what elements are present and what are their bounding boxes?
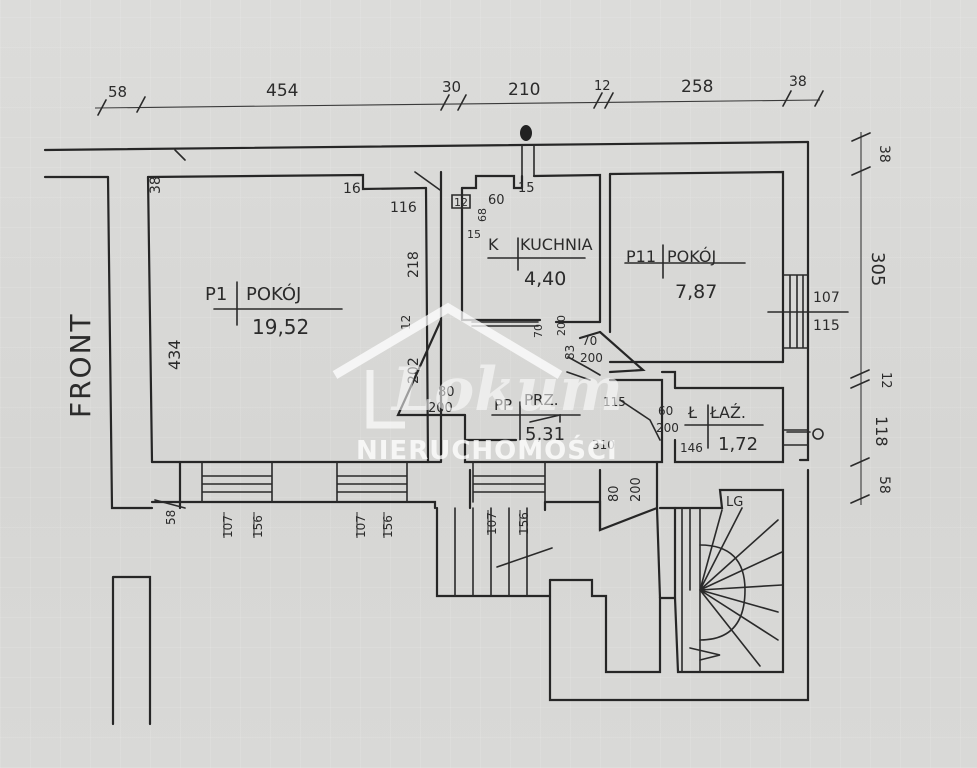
right-dimension-line: 38 305 12 118 58 [850, 132, 893, 505]
dim-70a: 70 [532, 324, 545, 338]
dim-200c: 200 [428, 401, 453, 416]
room-p1-name: POKÓJ [246, 283, 301, 305]
room-l: Ł ŁAŹ. 1,72 [687, 403, 758, 455]
misc-marks [154, 125, 849, 509]
dim-right-58: 58 [876, 476, 892, 494]
dim-12b: 12 [454, 196, 468, 209]
dim-15a: 15 [518, 181, 535, 196]
dim-right-12: 12 [878, 372, 893, 389]
room-k-code: K [488, 235, 499, 254]
dim-right-38: 38 [876, 145, 892, 163]
dim-top-210: 210 [508, 80, 540, 100]
room-l-name: ŁAŹ. [709, 403, 746, 422]
dim-16: 16 [343, 181, 361, 197]
dim-83: 83 [563, 345, 577, 360]
dim-200b: 200 [580, 351, 603, 365]
dim-top-258: 258 [681, 77, 713, 97]
dim-15b: 15 [467, 228, 481, 241]
front-label: FRONT [64, 312, 97, 418]
room-pp-area: 5,31 [525, 424, 565, 445]
dim-115: 115 [603, 395, 626, 409]
dim-right-118: 118 [872, 416, 891, 447]
dim-80b: 80 [607, 485, 622, 502]
dim-107r: 107 [813, 290, 840, 306]
dim-70b: 70 [582, 334, 597, 348]
room-l-code: Ł [687, 403, 697, 422]
dim-200a: 200 [555, 315, 568, 336]
room-p1-code: P1 [205, 284, 227, 305]
dim-60: 60 [488, 193, 505, 208]
room-p2-code: P11 [626, 247, 656, 266]
bottom-windows [201, 321, 546, 503]
dim-116: 116 [390, 200, 417, 216]
dim-68: 68 [476, 208, 489, 222]
room-p2-area: 7,87 [675, 281, 717, 303]
room-pp-name: PRZ. [524, 391, 559, 409]
watermark-logo: Lokum [390, 355, 623, 425]
dim-200d: 200 [656, 421, 679, 435]
dim-w1a: 107 [221, 515, 235, 538]
room-p1-area: 19,52 [252, 315, 309, 339]
room-k: K KUCHNIA 4,40 [488, 235, 593, 290]
dim-top-58: 58 [108, 83, 127, 101]
dim-38l: 38 [148, 176, 164, 194]
stair-label-lg: LG [726, 495, 743, 510]
room-p1: P1 POKÓJ 19,52 [205, 283, 309, 339]
dim-146: 146 [680, 441, 703, 455]
dim-218: 218 [406, 251, 422, 278]
dim-right-305: 305 [867, 252, 888, 286]
dim-w2b: 156 [381, 515, 395, 538]
walls [43, 140, 810, 726]
dim-202: 202 [406, 357, 422, 384]
dim-top-454: 454 [266, 81, 298, 101]
dim-w3b: 156 [517, 512, 531, 535]
interior-dimensions: 15 16 116 38 218 434 12 202 60 12 68 15 … [148, 176, 840, 538]
room-pp: PP PRZ. 5,31 [494, 391, 565, 445]
dim-w2a: 107 [354, 515, 368, 538]
dim-200e: 200 [629, 477, 644, 502]
vent-icon [812, 428, 824, 440]
dim-434: 434 [165, 339, 184, 370]
dim-top-12: 12 [594, 79, 611, 94]
room-p2-name: POKÓJ [667, 247, 716, 266]
watermark-roof-icon [332, 302, 563, 379]
dim-top-30: 30 [442, 78, 461, 96]
dim-58b: 58 [164, 510, 178, 525]
dim-w1b: 156 [251, 515, 265, 538]
dim-w3a: 107 [485, 512, 499, 535]
chimney-icon [520, 125, 532, 141]
dim-80a: 80 [438, 385, 455, 400]
room-pp-code: PP [494, 396, 512, 414]
room-l-area: 1,72 [718, 434, 758, 455]
dim-310: 310 [592, 438, 615, 452]
dim-115r: 115 [813, 318, 840, 334]
room-k-area: 4,40 [524, 268, 566, 290]
dim-top-38: 38 [789, 74, 807, 90]
top-dimension-line: 58 454 30 210 12 258 38 [94, 74, 824, 116]
room-p2: P11 POKÓJ 7,87 [626, 247, 717, 303]
dim-60b: 60 [658, 404, 673, 418]
room-k-name: KUCHNIA [520, 235, 593, 254]
watermark: Lokum NIERUCHOMOŚCI [332, 302, 623, 466]
watermark-brand: NIERUCHOMOŚCI [356, 434, 618, 466]
